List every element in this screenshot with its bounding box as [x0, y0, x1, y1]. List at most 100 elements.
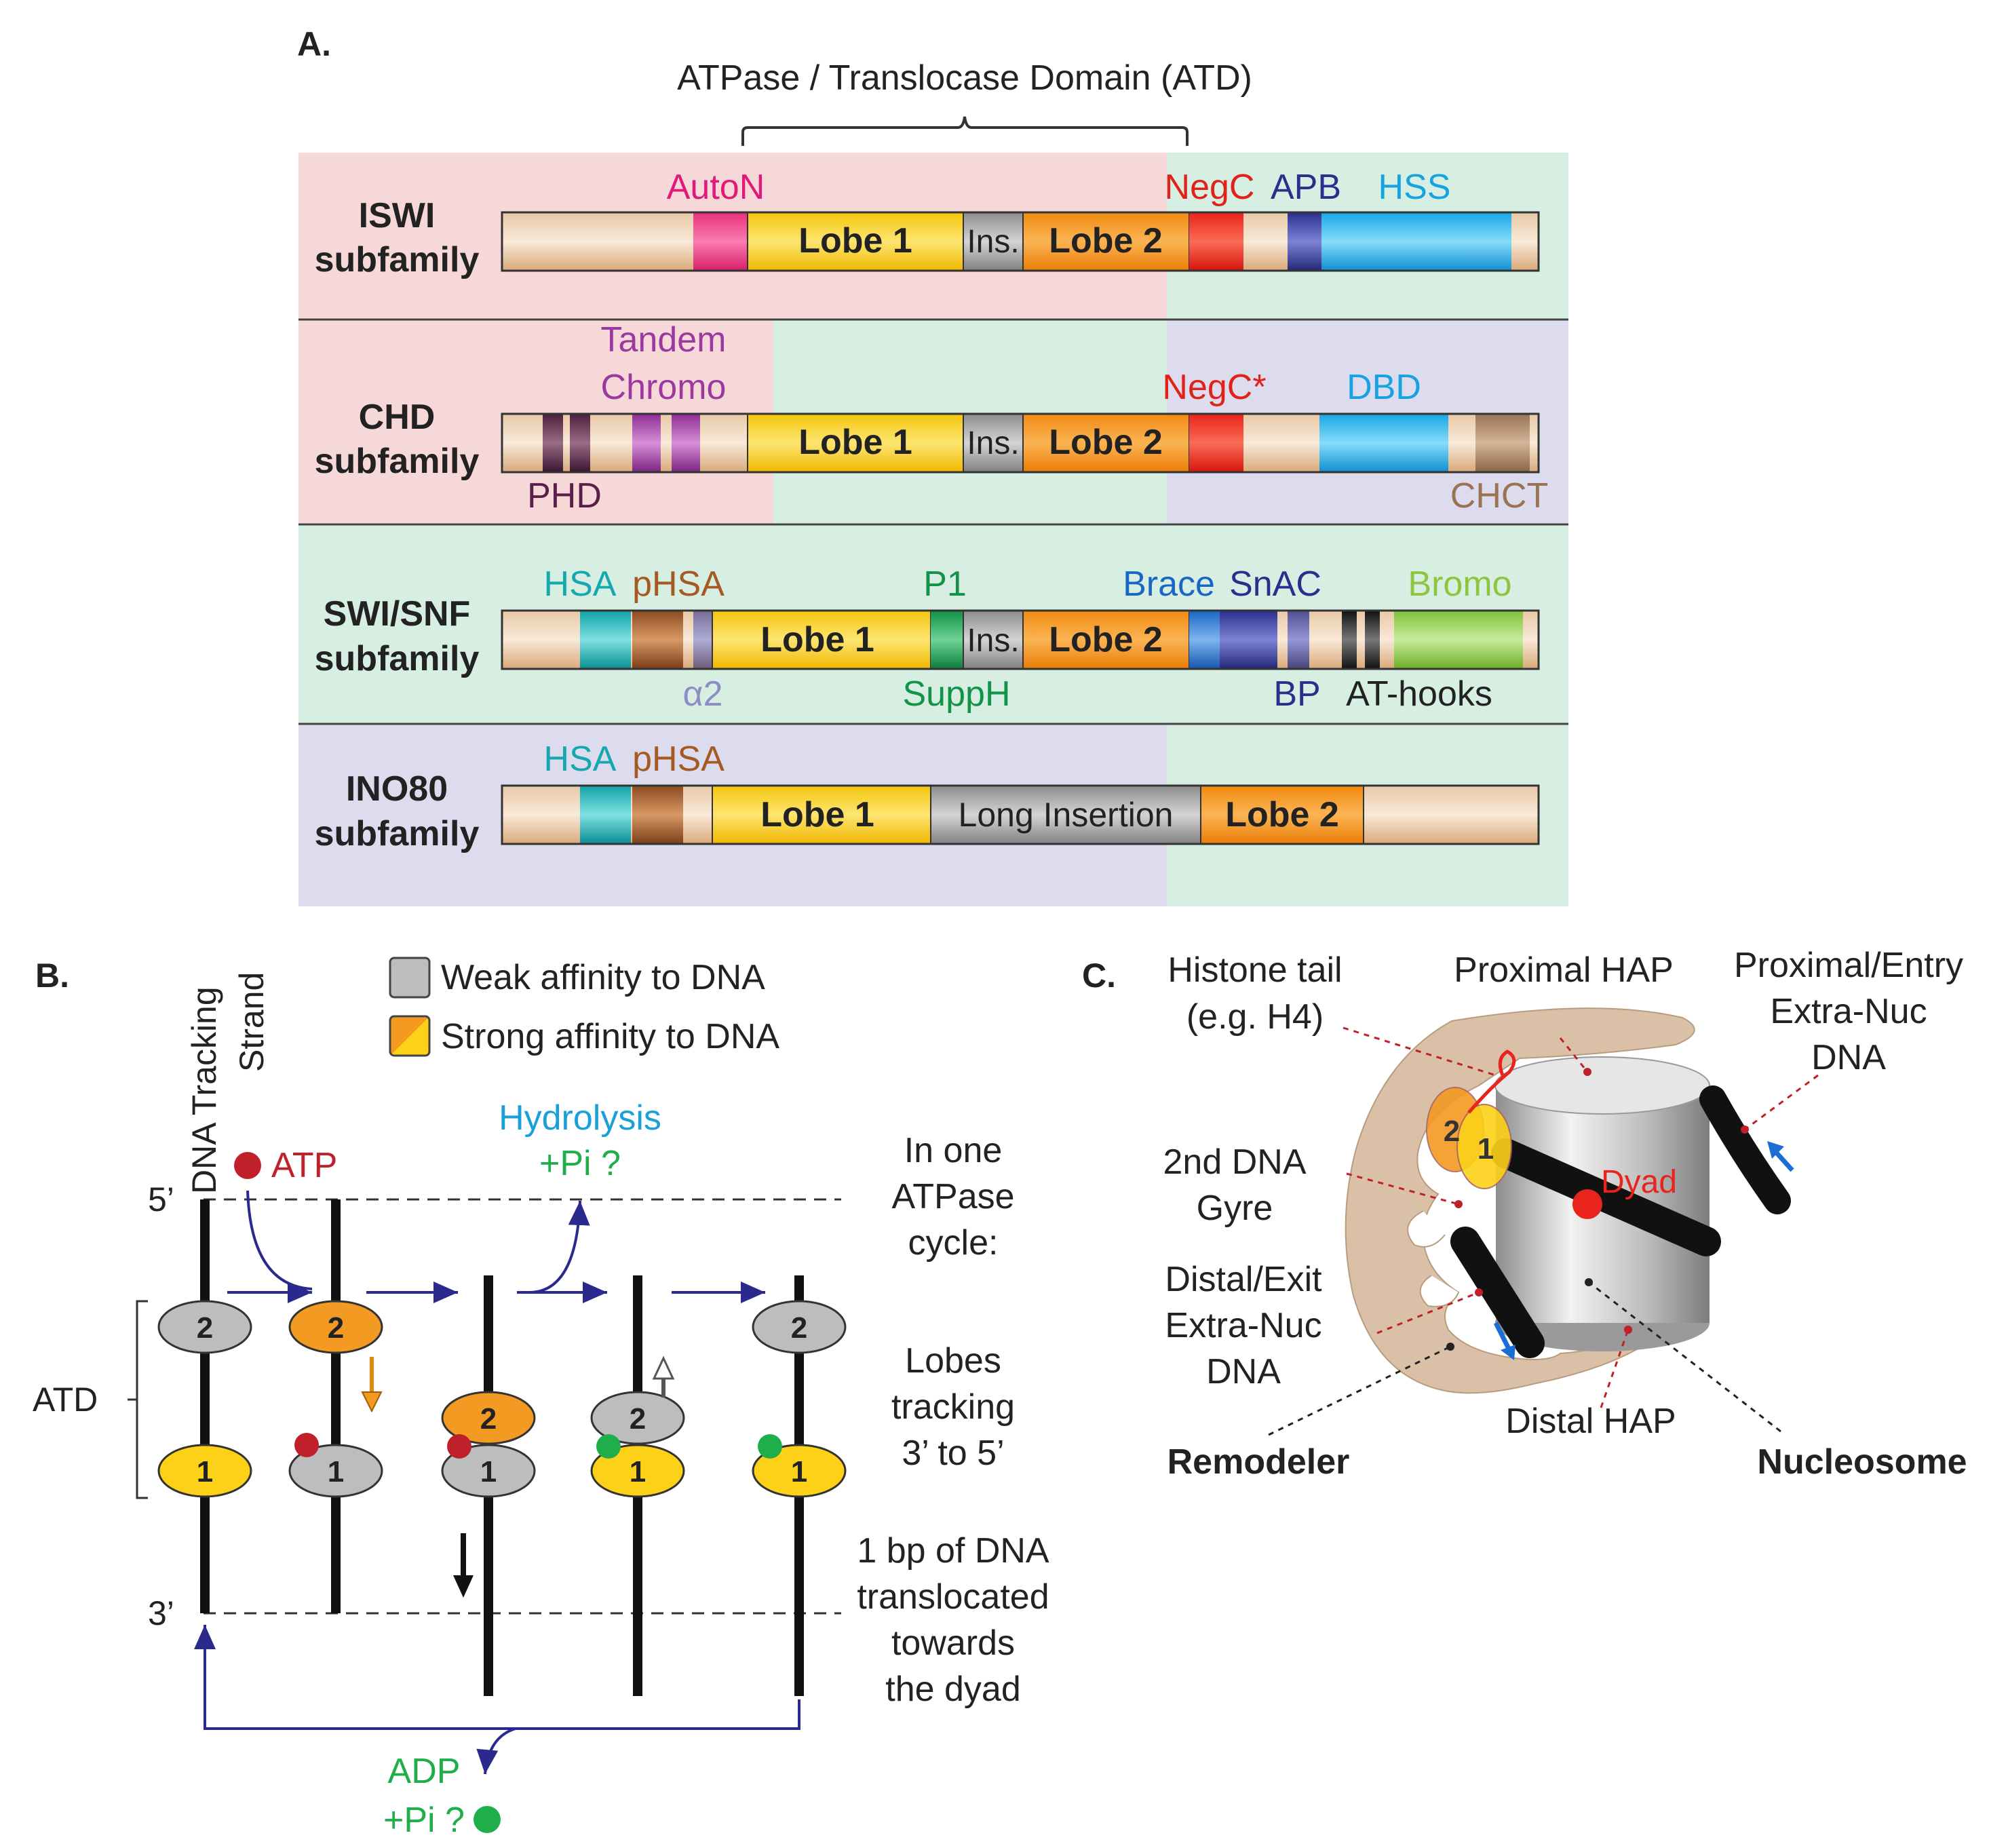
ino80-lobe1-label: Lobe 1 [760, 795, 874, 834]
panel-b-label: B. [35, 957, 69, 995]
cycle-note-line: In one [904, 1131, 1003, 1170]
swisnf-name-line1: SWI/SNF [324, 594, 471, 634]
swisnf-hsa-block [580, 611, 631, 669]
atp-dot [234, 1152, 261, 1179]
down-arrow-black-head [453, 1575, 474, 1598]
lobe1-strong [752, 1444, 847, 1498]
lobe2-number: 2 [197, 1311, 213, 1345]
chd-ins-block [963, 413, 1024, 473]
chd-chromo-label: Chromo [601, 368, 727, 407]
chd-tandem-label: Tandem [601, 320, 727, 360]
chd-dbd-label: DBD [1347, 368, 1421, 407]
iswi-ins-label: Ins. [967, 224, 1019, 260]
iswi-apb-block [1288, 212, 1321, 271]
iswi-hss-block [1321, 212, 1511, 271]
three-prime-label: 3’ [148, 1594, 174, 1632]
chd-chct-label: CHCT [1450, 476, 1548, 516]
adp-label: ADP [388, 1752, 461, 1791]
leader-dot [1454, 1200, 1463, 1208]
swisnf-phsa-block [632, 611, 683, 669]
exit-arrow-head [1501, 1345, 1515, 1360]
swisnf-snac-block [1220, 611, 1277, 669]
iswi-name-line2: subfamily [315, 240, 480, 280]
distal-hap-label: Distal HAP [1505, 1402, 1676, 1441]
leader-dot [1624, 1326, 1632, 1334]
chd-dbd-block [1319, 414, 1448, 472]
swisnf-bromo-block [1394, 611, 1523, 669]
panel-a: A. ATPase / Translocase Domain (ATD) ISW… [297, 25, 1568, 906]
chd-row: CHD subfamily Lobe 1 Ins. Lobe 2 Tandem … [315, 320, 1549, 516]
ino80-hsa-label: HSA [544, 739, 617, 779]
iswi-apb-label: APB [1271, 168, 1341, 207]
proximal-hap-label: Proximal HAP [1454, 950, 1674, 990]
atp-arrow [246, 1190, 313, 1290]
chd-lobe1-label: Lobe 1 [798, 423, 912, 462]
swisnf-name-line2: subfamily [315, 639, 480, 678]
lobe1-number: 1 [630, 1455, 646, 1488]
iswi-ins-block [963, 212, 1024, 271]
iswi-negc-label: NegC [1165, 168, 1255, 207]
swisnf-row: SWI/SNF subfamily Lobe 1 Ins. Lobe 2 HSA… [315, 564, 1540, 714]
dna-gyre [1491, 1138, 1721, 1256]
lobe2-weak [752, 1300, 847, 1354]
lobe2-number: 2 [791, 1311, 807, 1345]
second-gyre-label: Gyre [1197, 1189, 1273, 1228]
hydrolysis-pi-label: +Pi ? [539, 1144, 621, 1183]
swisnf-bp-label: BP [1273, 674, 1320, 714]
atd-bracket [128, 1300, 148, 1499]
swisnf-athooks-label: AT-hooks [1346, 674, 1492, 714]
legend-weak-swatch [389, 957, 431, 999]
chd-ins-label: Ins. [967, 425, 1019, 461]
exit-dna-label: Distal/Exit [1165, 1260, 1322, 1299]
strand-label-line1: DNA Tracking [185, 986, 223, 1194]
translocated-note-line: 1 bp of DNA [857, 1531, 1049, 1571]
remodeler-label: Remodeler [1167, 1442, 1350, 1482]
swisnf-alpha2-block [693, 611, 712, 669]
lobe1-number: 1 [197, 1455, 213, 1488]
adp-dot [474, 1806, 501, 1833]
iswi-bar-outline [501, 211, 1540, 272]
second-gyre-label: 2nd DNA [1163, 1142, 1307, 1182]
panel-b: B. DNA Tracking Strand Weak affinity to … [33, 957, 1049, 1840]
histone-tail [1467, 1050, 1516, 1114]
atp-dot [447, 1434, 471, 1459]
panel-c-label: C. [1082, 957, 1116, 995]
lobe1-weak [441, 1444, 536, 1498]
lobe2-weak [157, 1300, 252, 1354]
chd-chromo-block [632, 414, 661, 472]
chd-lobe2-label: Lobe 2 [1049, 423, 1163, 462]
adp-release-arrow [476, 1727, 516, 1775]
lobe2-number: 2 [1444, 1115, 1460, 1148]
legend-strong-swatch [389, 1015, 431, 1057]
swisnf-alpha2-label: α2 [683, 674, 723, 714]
atp-label: ATP [271, 1146, 337, 1185]
entry-dna-label: Extra-Nuc [1770, 992, 1927, 1031]
atd-brace [741, 116, 1189, 146]
lobe1-strong [157, 1444, 252, 1498]
legend-weak-label: Weak affinity to DNA [441, 958, 765, 997]
adp-dot [758, 1434, 782, 1459]
iswi-lobe1-label: Lobe 1 [798, 221, 912, 261]
ino80-lobe2-label: Lobe 2 [1225, 795, 1339, 834]
remodeler-gap [1419, 1275, 1459, 1307]
lobe2-weak [590, 1391, 685, 1445]
lobe1-ellipse [1456, 1104, 1512, 1189]
adp-dot [596, 1434, 621, 1459]
leader-lines [1268, 1026, 1819, 1436]
iswi-negc-block [1189, 212, 1243, 271]
ino80-phsa-block [632, 786, 683, 844]
ino80-name-line1: INO80 [346, 769, 448, 809]
tracking-note-line: 3’ to 5’ [902, 1433, 1004, 1473]
lobe1-number: 1 [328, 1455, 344, 1488]
swisnf-supph-label: SuppH [903, 674, 1011, 714]
hydrolysis-label: Hydrolysis [499, 1098, 661, 1138]
legend-strong-label: Strong affinity to DNA [441, 1017, 779, 1056]
swisnf-lobe2-block [1022, 610, 1190, 670]
tracking-note-line: tracking [891, 1387, 1015, 1427]
lobe2-strong [288, 1300, 383, 1354]
lobe1-number: 1 [791, 1455, 807, 1488]
translocated-note-line: the dyad [885, 1670, 1021, 1709]
five-prime-label: 5’ [148, 1180, 174, 1218]
iswi-lobe1-block [747, 212, 964, 271]
chd-negc-label: NegC* [1162, 368, 1266, 407]
